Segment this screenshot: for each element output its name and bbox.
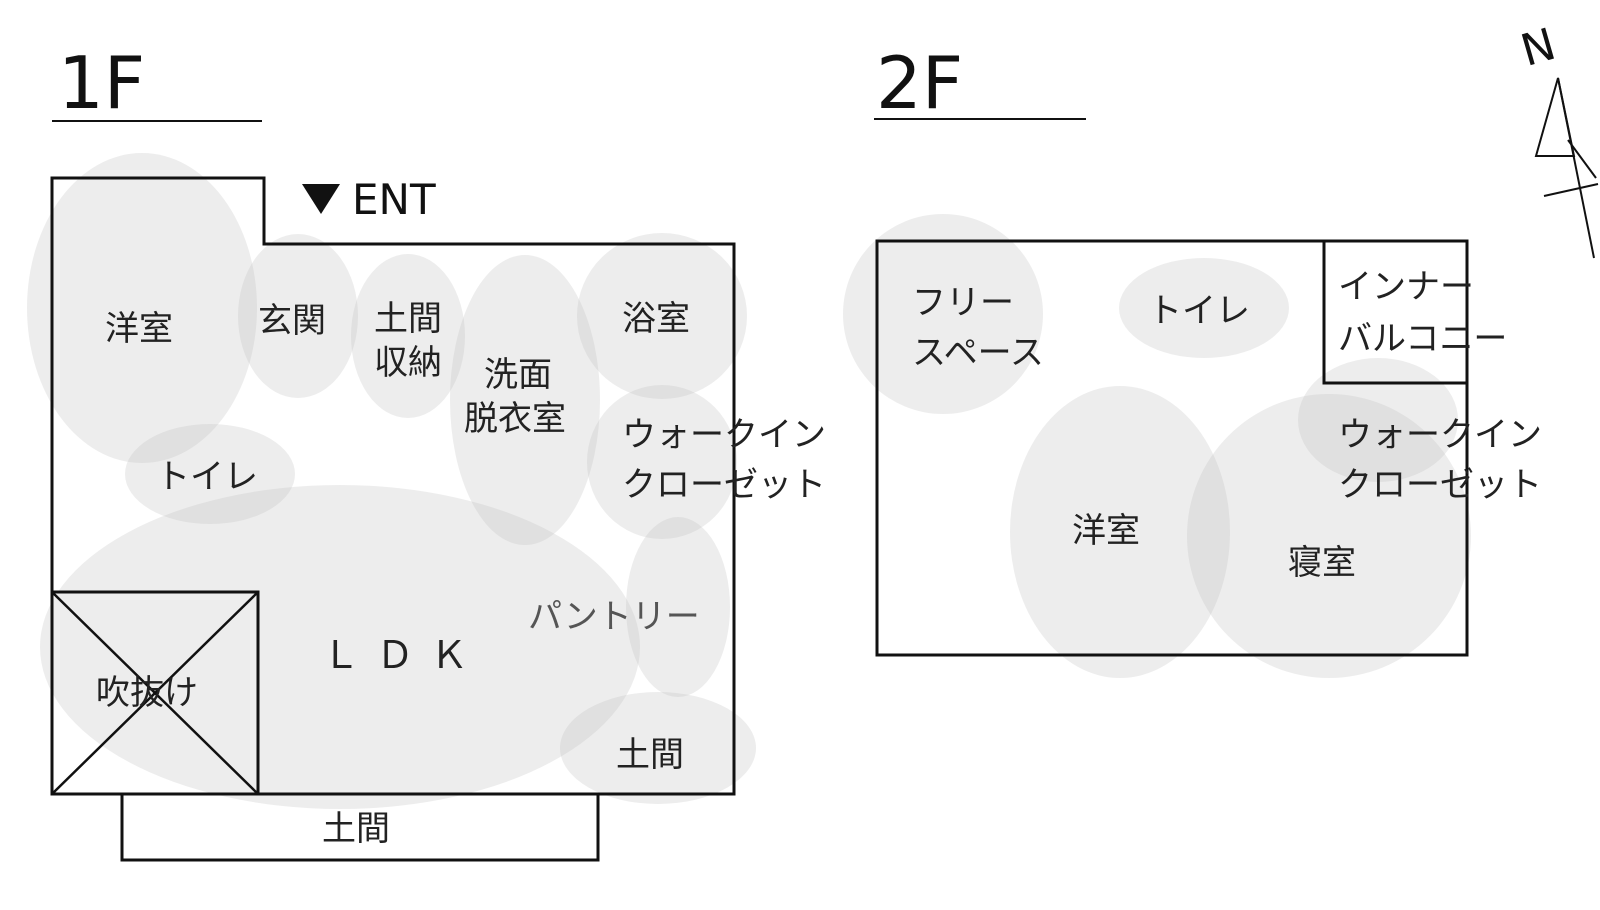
- zone-bedroom: [1187, 394, 1471, 678]
- inner-balcony-frame: [1322, 239, 1469, 385]
- room-free-space-line2: スペース: [912, 333, 1044, 373]
- north-compass: N: [1516, 19, 1599, 259]
- compass-tick: [1543, 183, 1599, 197]
- zone-western-room-2f: [1010, 386, 1230, 678]
- room-entrance-hall: 玄関: [258, 301, 326, 341]
- floor-2: 2F フリー スペース トイレ インナー バルコニー ウォークイン クローゼット…: [843, 41, 1542, 678]
- floor-2-zones: [843, 214, 1471, 678]
- zone-toilet-2f: [1119, 258, 1289, 358]
- room-doma-storage-line1: 土間: [374, 299, 442, 339]
- room-western-room-2f: 洋室: [1072, 511, 1140, 551]
- room-inner-balcony-line1: インナー: [1338, 267, 1474, 307]
- compass-north-label: N: [1516, 19, 1562, 77]
- compass-tick: [1567, 139, 1597, 179]
- room-walk-in-closet-2f-line1: ウォークイン: [1338, 415, 1542, 455]
- floor-2-outer-wall: [875, 239, 1469, 657]
- void-cross-line: [51, 591, 259, 795]
- room-toilet-2f: トイレ: [1148, 291, 1250, 331]
- room-washroom-line1: 洗面: [484, 355, 552, 395]
- room-inner-balcony-line2: バルコニー: [1338, 319, 1507, 359]
- room-pantry: パントリー: [528, 597, 700, 637]
- room-bedroom: 寝室: [1288, 543, 1356, 583]
- room-doma-inner: 土間: [616, 735, 684, 775]
- room-toilet-1f: トイレ: [156, 457, 258, 497]
- room-ldk: ＬＤＫ: [322, 633, 484, 677]
- floor-1: 1F ENT 洋室 玄関 土間 収納 洗面: [27, 41, 826, 862]
- room-free-space-line1: フリー: [912, 283, 1014, 323]
- room-doma-storage-line2: 収納: [374, 343, 442, 383]
- floor-1-outer-doma: [120, 792, 600, 862]
- entrance-label: ENT: [352, 175, 436, 224]
- floor-1-title: 1F: [58, 41, 145, 125]
- room-walk-in-closet-1f-line1: ウォークイン: [622, 415, 826, 455]
- zone-walk-in-closet-1f: [587, 385, 737, 539]
- zone-bathroom: [577, 233, 747, 399]
- room-washroom-line2: 脱衣室: [464, 399, 566, 439]
- room-walk-in-closet-2f-line2: クローゼット: [1338, 465, 1542, 505]
- zone-toilet-1f: [125, 424, 295, 524]
- room-walk-in-closet-1f-line2: クローゼット: [622, 465, 826, 505]
- room-western-room: 洋室: [105, 309, 173, 349]
- entrance-arrow-icon: [302, 184, 340, 214]
- zone-free-space: [843, 214, 1043, 414]
- zone-western-room: [27, 153, 257, 463]
- zone-doma-inner: [560, 692, 756, 804]
- zone-walk-in-closet-2f: [1298, 358, 1458, 482]
- zone-pantry: [626, 517, 730, 697]
- void-frame: [50, 590, 260, 796]
- room-void: 吹抜け: [96, 673, 198, 713]
- zone-doma-storage: [351, 254, 465, 418]
- zone-entrance-hall: [238, 234, 358, 398]
- zone-washroom: [450, 255, 600, 545]
- void-box: [50, 590, 260, 796]
- room-doma-outer: 土間: [322, 809, 390, 849]
- compass-arrow-icon: [1534, 77, 1576, 157]
- floor-2-title: 2F: [876, 41, 963, 125]
- room-bathroom: 浴室: [622, 299, 690, 339]
